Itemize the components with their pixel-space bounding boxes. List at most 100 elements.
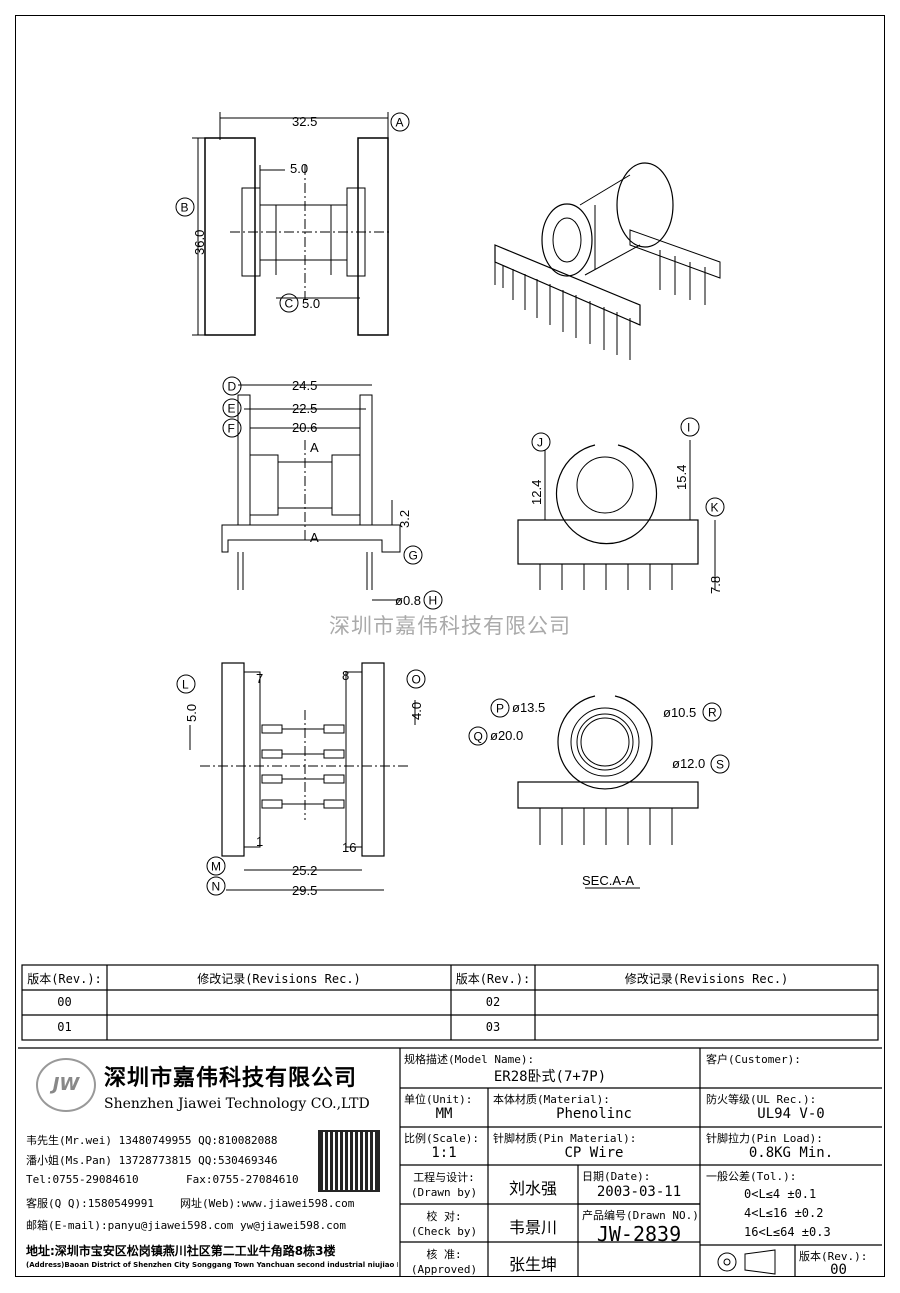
- dim-l: 5.0: [184, 704, 199, 722]
- callout-a: A: [390, 112, 410, 132]
- bottom-view: [189, 662, 416, 891]
- tol-row-1: 0<L≤4 ±0.1: [744, 1187, 817, 1201]
- dim-q: ø20.0: [490, 728, 523, 743]
- svg-text:H: H: [429, 594, 438, 608]
- ul-label: 防火等级(UL Rec.):: [706, 1093, 817, 1106]
- model-value: ER28卧式(7+7P): [493, 1069, 607, 1085]
- pin-load-label: 针脚拉力(Pin Load):: [706, 1132, 823, 1145]
- dim-k: 7.8: [708, 576, 723, 594]
- unit-value: MM: [435, 1106, 453, 1122]
- section-mark-top: A: [310, 440, 319, 455]
- watermark: 深圳市嘉伟科技有限公司: [329, 614, 571, 638]
- drawn-value: 刘水强: [508, 1179, 557, 1198]
- callout-n: N: [206, 876, 226, 896]
- fax: Fax:0755-27084610: [186, 1173, 299, 1186]
- callout-k: K: [705, 497, 725, 517]
- svg-text:S: S: [716, 758, 724, 772]
- rev-row-00: 00: [57, 995, 72, 1009]
- company-name-cn: 深圳市嘉伟科技有限公司: [104, 1066, 358, 1091]
- dim-r: ø10.5: [663, 705, 696, 720]
- rev-row-02: 02: [485, 995, 501, 1009]
- rev-row-01: 01: [57, 1020, 72, 1034]
- drawn-no-label: 产品编号(Drawn NO.):: [582, 1209, 698, 1222]
- model-label: 规格描述(Model Name):: [404, 1053, 535, 1066]
- service-qq: 客服(Q Q):1580549991: [26, 1197, 154, 1210]
- callout-d: D: [222, 376, 242, 396]
- approve-label: 核 准:: [426, 1248, 462, 1261]
- pin-16: 16: [342, 840, 356, 855]
- address-en: (Address)Baoan District of Shenzhen City…: [26, 1261, 398, 1269]
- scale-value: 1:1: [431, 1145, 457, 1161]
- tel: Tel:0755-29084610: [26, 1173, 139, 1186]
- website: 网址(Web):www.jiawei598.com: [180, 1197, 355, 1210]
- customer-label: 客户(Customer):: [706, 1053, 801, 1066]
- tol-row-2: 4<L≤16 ±0.2: [744, 1206, 824, 1220]
- dim-f: 20.6: [292, 420, 317, 435]
- callout-q: Q: [468, 726, 488, 746]
- address-cn: 地址:深圳市宝安区松岗镇燕川社区第二工业牛角路8栋3楼: [26, 1244, 336, 1258]
- callout-c: C: [279, 293, 299, 313]
- svg-text:L: L: [182, 678, 189, 692]
- projection-symbol-icon: [717, 1249, 776, 1275]
- callout-s: S: [710, 754, 730, 774]
- svg-text:J: J: [537, 436, 543, 450]
- revision-table-grid: [21, 964, 879, 1041]
- email: 邮箱(E-mail):panyu@jiawei598.com yw@jiawei…: [26, 1219, 347, 1232]
- date-value: 2003-03-11: [596, 1184, 682, 1200]
- rec-header-right: 修改记录(Revisions Rec.): [624, 972, 789, 986]
- company-name-en: Shenzhen Jiawei Technology CO.,LTD: [104, 1096, 370, 1112]
- check-value: 韦景川: [508, 1218, 557, 1237]
- tol-label: 一般公差(Tol.):: [706, 1170, 797, 1183]
- dim-pin-spacing: 5.0: [290, 161, 308, 176]
- qr-code: [318, 1130, 380, 1192]
- callout-r: R: [702, 702, 722, 722]
- svg-text:C: C: [285, 297, 294, 311]
- approve-value: 张生坤: [508, 1255, 557, 1274]
- ul-value: UL94 V-0: [757, 1106, 825, 1122]
- svg-text:D: D: [228, 380, 237, 394]
- section-mark-bottom: A: [310, 530, 319, 545]
- contact-wei: 韦先生(Mr.wei) 13480749955 QQ:810082088: [26, 1134, 278, 1147]
- pin-material-label: 针脚材质(Pin Material):: [493, 1132, 637, 1145]
- company-logo: JW: [36, 1058, 96, 1112]
- pin-load-value: 0.8KG Min.: [748, 1145, 834, 1161]
- svg-text:F: F: [228, 422, 235, 436]
- tol-row-3: 16<L≤64 ±0.3: [744, 1225, 831, 1239]
- dim-c: 5.0: [302, 296, 320, 311]
- scale-label: 比例(Scale):: [404, 1132, 479, 1145]
- material-value: Phenolinc: [556, 1106, 632, 1122]
- callout-m: M: [206, 856, 226, 876]
- rec-header-left: 修改记录(Revisions Rec.): [197, 972, 361, 986]
- rev-header-right: 版本(Rev.):: [455, 972, 531, 986]
- dim-o: 4.0: [409, 702, 424, 720]
- svg-text:B: B: [181, 201, 189, 215]
- check-label: 校 对:: [426, 1210, 462, 1223]
- pin-material-value: CP Wire: [564, 1145, 624, 1161]
- dim-g: 3.2: [397, 510, 412, 528]
- dim-n: 29.5: [292, 883, 317, 898]
- svg-text:Q: Q: [474, 730, 483, 744]
- callout-l: L: [176, 674, 196, 694]
- check-label-en: (Check by): [410, 1225, 478, 1238]
- dim-h: ø0.8: [395, 593, 421, 608]
- svg-text:N: N: [212, 880, 221, 894]
- section-caption: SEC.A-A: [582, 873, 634, 888]
- unit-label: 单位(Unit):: [404, 1093, 473, 1106]
- approve-label-en: (Approved): [410, 1263, 478, 1276]
- drawn-label: 工程与设计:: [413, 1171, 475, 1184]
- callout-e: E: [222, 398, 242, 418]
- svg-text:O: O: [412, 673, 421, 687]
- callout-b: B: [175, 197, 195, 217]
- front-view: [221, 384, 401, 601]
- svg-text:M: M: [211, 860, 221, 874]
- dim-j: 12.4: [529, 480, 544, 505]
- rev-value: 00: [830, 1262, 847, 1278]
- dim-d: 24.5: [292, 378, 317, 393]
- pin-1: 1: [256, 834, 263, 849]
- svg-text:E: E: [228, 402, 236, 416]
- date-label: 日期(Date):: [582, 1170, 651, 1183]
- title-block-grid: [18, 1047, 882, 1277]
- callout-p: P: [490, 698, 510, 718]
- pin-8: 8: [342, 668, 349, 683]
